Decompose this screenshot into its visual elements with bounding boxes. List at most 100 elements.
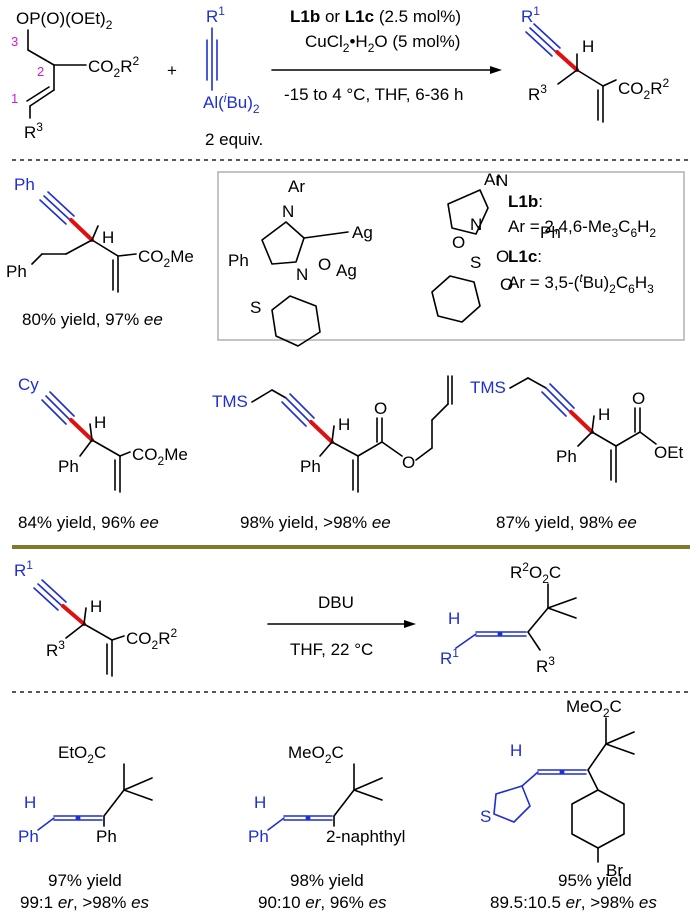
ester-label: CO2R2 <box>88 54 139 80</box>
example-1: Ph H Ph CO2Me 80% yield, 97% ee <box>6 175 194 329</box>
allene-example-1: EtO2C Ph H Ph 97% yield 99:1 er, >98% es <box>18 743 153 912</box>
svg-text:O: O <box>402 453 415 472</box>
svg-text:OP(O)(OEt)2: OP(O)(OEt)2 <box>16 9 113 32</box>
svg-text:H: H <box>582 37 594 56</box>
svg-text:98% yield, >98% ee: 98% yield, >98% ee <box>240 513 391 532</box>
svg-text:Ph: Ph <box>228 251 249 270</box>
svg-text:OEt: OEt <box>654 443 684 462</box>
equiv-label: 2 equiv. <box>205 130 263 149</box>
svg-text:R2O2C: R2O2C <box>510 560 561 586</box>
svg-text:R1: R1 <box>521 4 540 26</box>
section-divider <box>12 545 690 549</box>
svg-text:S: S <box>480 807 491 826</box>
svg-text:84% yield, 96% ee: 84% yield, 96% ee <box>18 513 159 532</box>
reactant-alkynylaluminum: R1 Al(iBu)2 2 equiv. <box>203 4 263 149</box>
svg-text:95% yield: 95% yield <box>558 871 632 890</box>
svg-text:L1c:: L1c: <box>508 247 542 266</box>
svg-text:99:1 er, >98% es: 99:1 er, >98% es <box>20 893 150 912</box>
svg-text:N: N <box>282 202 294 221</box>
top-conditions: L1b or L1c (2.5 mol%) CuCl2•H2O (5 mol%)… <box>271 7 502 104</box>
al-label: Al(iBu)2 <box>203 91 260 116</box>
plus-sign: + <box>167 61 177 80</box>
svg-text:98% yield: 98% yield <box>290 871 364 890</box>
svg-text:R1: R1 <box>440 646 459 668</box>
svg-text:Ph: Ph <box>540 223 561 242</box>
svg-text:O: O <box>318 255 331 274</box>
svg-text:Ar: Ar <box>288 177 305 196</box>
r1-label: R1 <box>206 4 225 26</box>
locant-1: 1 <box>11 91 18 106</box>
locant-3: 3 <box>11 34 18 49</box>
svg-text:90:10 er, 96% es: 90:10 er, 96% es <box>258 893 387 912</box>
svg-text:O: O <box>500 275 513 294</box>
svg-text:H: H <box>90 597 102 616</box>
svg-text:R3: R3 <box>528 82 547 104</box>
example-tms-ester: TMS H Ph O O 98% yield, >98% ee <box>212 375 453 532</box>
svg-text:87% yield, 98% ee: 87% yield, 98% ee <box>496 513 637 532</box>
svg-text:-15 to 4 °C, THF, 6-36 h: -15 to 4 °C, THF, 6-36 h <box>284 85 463 104</box>
svg-text:Ph: Ph <box>556 447 577 466</box>
svg-text:O: O <box>496 247 509 266</box>
svg-text:Ph: Ph <box>300 457 321 476</box>
svg-text:EtO2C: EtO2C <box>58 743 106 766</box>
svg-text:L1b or L1c (2.5 mol%): L1b or L1c (2.5 mol%) <box>290 7 461 26</box>
svg-text:Ph: Ph <box>96 827 117 846</box>
svg-text:Ph: Ph <box>6 262 27 281</box>
svg-text:O: O <box>632 389 645 408</box>
isomerization-reaction: R1 H R3 CO2R2 DBU THF, 22 °C R2O2C R3 H … <box>14 558 577 677</box>
svg-text:CuCl2•H2O (5 mol%): CuCl2•H2O (5 mol%) <box>305 32 460 55</box>
svg-text:Ar = 2,4,6-Me3C6H2: Ar = 2,4,6-Me3C6H2 <box>508 217 656 240</box>
r3-label: R3 <box>24 120 43 142</box>
svg-text:CO2R2: CO2R2 <box>618 76 669 102</box>
svg-text:97% yield: 97% yield <box>48 871 122 890</box>
svg-text:Ph: Ph <box>14 175 35 194</box>
phosphate-label: OP(O)(OEt) <box>16 9 106 28</box>
svg-text:MeO2C: MeO2C <box>566 697 622 720</box>
svg-text:N: N <box>296 265 308 284</box>
top-reaction: OP(O)(OEt)2 CO2R2 R3 3 2 1 + R1 Al(iBu)2… <box>11 4 669 149</box>
svg-text:CO2R2: CO2R2 <box>126 626 177 652</box>
svg-text:H: H <box>598 405 610 424</box>
svg-text:H: H <box>102 228 114 247</box>
svg-text:80% yield, 97% ee: 80% yield, 97% ee <box>22 310 163 329</box>
svg-text:H: H <box>448 609 460 628</box>
locant-2: 2 <box>37 64 44 79</box>
svg-text:2-naphthyl: 2-naphthyl <box>326 827 405 846</box>
svg-text:N: N <box>496 171 508 190</box>
svg-text:R1: R1 <box>14 558 33 580</box>
svg-text:DBU: DBU <box>318 593 354 612</box>
svg-text:TMS: TMS <box>212 392 248 411</box>
svg-text:89.5:10.5 er, >98% es: 89.5:10.5 er, >98% es <box>490 893 657 912</box>
svg-text:H: H <box>94 413 106 432</box>
svg-text:R3: R3 <box>46 638 65 660</box>
svg-text:Ph: Ph <box>18 827 39 846</box>
svg-text:Ar = 3,5-(tBu)2C6H3: Ar = 3,5-(tBu)2C6H3 <box>508 271 654 296</box>
svg-text:H: H <box>338 415 350 434</box>
svg-text:S: S <box>470 253 481 272</box>
svg-text:CO2Me: CO2Me <box>138 247 194 270</box>
svg-text:TMS: TMS <box>470 378 506 397</box>
svg-text:CO2Me: CO2Me <box>132 445 188 468</box>
example-tms-ethyl: TMS H Ph O OEt 87% yield, 98% ee <box>470 377 684 532</box>
svg-text:N: N <box>470 215 482 234</box>
svg-text:O: O <box>452 233 465 252</box>
svg-text:Cy: Cy <box>18 375 39 394</box>
allene-example-3: MeO2C H S Br 95% yield 89.5:10.5 er, >98… <box>480 697 657 912</box>
svg-text:Ar: Ar <box>484 170 501 189</box>
top-product: R1 H R3 CO2R2 <box>521 4 669 123</box>
svg-text:H: H <box>24 793 36 812</box>
svg-text:S: S <box>250 298 261 317</box>
svg-text:MeO2C: MeO2C <box>288 743 344 766</box>
svg-text:Ag: Ag <box>336 261 357 280</box>
svg-text:Br: Br <box>606 861 623 880</box>
svg-text:R3: R3 <box>536 654 555 676</box>
svg-text:THF, 22 °C: THF, 22 °C <box>290 640 373 659</box>
svg-text:Ag: Ag <box>352 223 373 242</box>
ligand-structure-box: Ar N Ag N Ph O Ag S Ar N O N Ph S O O L1… <box>217 170 685 347</box>
svg-text:Ph: Ph <box>58 457 79 476</box>
svg-text:H: H <box>254 793 266 812</box>
reactant-allylic-phosphate: OP(O)(OEt)2 CO2R2 R3 3 2 1 <box>11 9 139 142</box>
svg-text:H: H <box>510 741 522 760</box>
svg-text:L1b:: L1b: <box>508 192 543 211</box>
